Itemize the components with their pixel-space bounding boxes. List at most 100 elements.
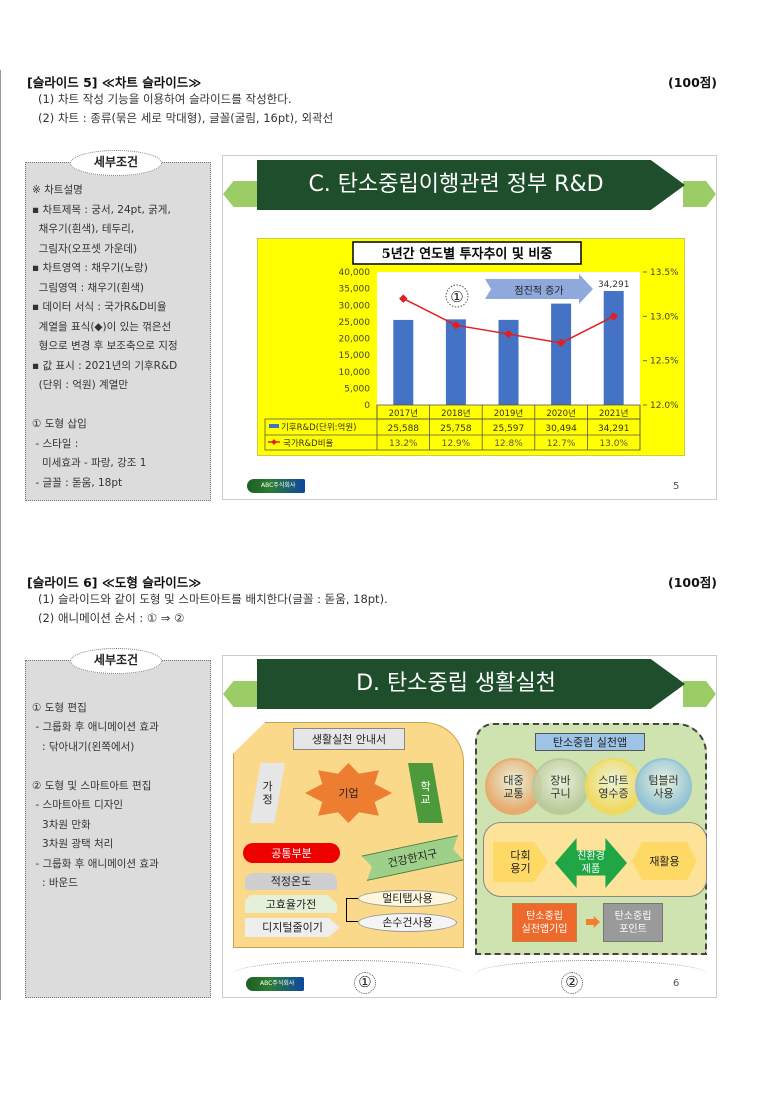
slide6-heading: [슬라이드 6] ≪도형 슬라이드≫ xyxy=(27,575,202,590)
slide6-title: D. 탄소중립 생활실천 xyxy=(257,659,685,709)
line-marker xyxy=(556,338,566,348)
smartart-circle: 텀블러 사용 xyxy=(635,758,692,815)
x-tick-label: 2018년 xyxy=(441,408,470,419)
table-value: 12.7% xyxy=(547,439,576,449)
condition-line: ▪ 값 표시 : 2021년의 기후R&D xyxy=(32,359,178,372)
item-digital-reduction: 디지털줄이기 xyxy=(245,918,340,937)
guide-scroll: 생활실천 안내서 xyxy=(293,728,405,750)
condition-line: - 스마트아트 디자인 xyxy=(32,799,124,811)
smartart-circle: 스마트 영수증 xyxy=(585,758,642,815)
condition-line: - 스타일 : xyxy=(32,437,79,450)
left-arrow-decoration xyxy=(223,181,258,207)
y-tick-label: 0 xyxy=(364,401,370,411)
right-arrow-decoration xyxy=(683,181,716,207)
left-arrow-decoration xyxy=(223,681,258,707)
right-arrow-icon xyxy=(586,916,600,928)
slide6-conditions-box: ① 도형 편집 - 그룹화 후 애니메이션 효과 : 닦아내기(왼쪽에서) ② 도… xyxy=(25,660,211,998)
condition-line: ※ 차트설명 xyxy=(32,184,83,196)
condition-line: ① 도형 편집 xyxy=(32,701,87,714)
slide5-conditions-title: 세부조건 xyxy=(70,150,162,176)
y-tick-label: 15,000 xyxy=(339,351,371,361)
y2-tick-label: 13.5% xyxy=(650,268,679,278)
y-tick-label: 10,000 xyxy=(339,368,371,378)
slide5-page-number: 5 xyxy=(673,481,680,492)
condition-line xyxy=(32,396,204,416)
condition-line: (단위 : 억원) 계열만 xyxy=(32,379,129,391)
y-tick-label: 35,000 xyxy=(339,285,371,295)
company-logo: ABC주식회사 xyxy=(247,479,305,493)
x-tick-label: 2021년 xyxy=(599,408,628,419)
ellipse-multitap: 멀티탭사용 xyxy=(358,890,457,907)
item-proper-temperature: 적정온도 xyxy=(245,873,337,890)
ellipse-handkerchief: 손수건사용 xyxy=(358,913,457,932)
condition-line: ▪ 차트제목 : 궁서, 24pt, 굵게, xyxy=(32,203,171,216)
group1-brace xyxy=(233,960,463,974)
gradual-increase-label: 점진적 증가 xyxy=(514,285,563,297)
condition-line: 채우기(흰색), 테두리, xyxy=(32,223,135,235)
bar xyxy=(551,303,572,405)
app-entry-box: 탄소중립 실천앱기입 xyxy=(512,903,577,942)
y2-tick-label: 12.5% xyxy=(650,357,679,367)
table-value: 13.2% xyxy=(389,439,418,449)
recycle-hexagon: 재활용 xyxy=(632,842,697,880)
bar-data-label: 34,291 xyxy=(598,280,630,290)
shape-number: ① xyxy=(450,288,463,306)
x-tick-label: 2020년 xyxy=(546,408,575,419)
page-margin-line xyxy=(0,70,1,1000)
table-value: 12.9% xyxy=(442,439,471,449)
y-tick-label: 40,000 xyxy=(339,268,371,278)
line-marker xyxy=(451,320,461,330)
bar xyxy=(393,319,414,405)
y-tick-label: 5,000 xyxy=(344,384,370,394)
y-tick-label: 25,000 xyxy=(339,318,371,328)
condition-line: 계열을 표식(◆)이 있는 꺾은선 xyxy=(32,320,172,333)
chart-title-box xyxy=(352,241,582,265)
slide5-score: (100점) xyxy=(668,75,718,90)
table-value: 12.8% xyxy=(494,439,523,449)
condition-line xyxy=(32,679,204,699)
table-value: 13.0% xyxy=(599,439,628,449)
y2-tick-label: 12.0% xyxy=(650,401,679,411)
slide6-instruction-1: (1) 슬라이드와 같이 도형 및 스마트아트를 배치한다(글꼴 : 돋움, 1… xyxy=(38,592,388,606)
right-arrow-decoration xyxy=(683,681,716,707)
condition-line: 미세효과 - 파랑, 강조 1 xyxy=(32,457,147,469)
bar xyxy=(445,319,466,405)
app-scroll: 탄소중립 실천앱 xyxy=(535,733,645,751)
slide5-conditions-box: ※ 차트설명 ▪ 차트제목 : 궁서, 24pt, 굵게, 채우기(흰색), 테두… xyxy=(25,162,211,501)
condition-line: 3차원 만화 xyxy=(32,818,91,831)
group2-number: ② xyxy=(561,972,583,994)
shape-number-circle xyxy=(445,284,469,308)
condition-line: 형으로 변경 후 보조축으로 지정 xyxy=(32,340,178,352)
table-value: 25,588 xyxy=(388,424,420,434)
common-pill: 공통부분 xyxy=(243,843,340,863)
gradual-increase-arrow xyxy=(485,274,593,304)
slide6-instruction-2: (2) 애니메이션 순서 : ① ⇒ ② xyxy=(38,611,185,625)
legend-bar-key xyxy=(269,424,279,428)
condition-line: - 글꼴 : 돋움, 18pt xyxy=(32,476,123,489)
condition-line: 3차원 광택 처리 xyxy=(32,838,114,850)
group1-background xyxy=(233,722,464,948)
smartart-circle: 장바 구니 xyxy=(532,758,589,815)
item-efficient-appliances: 고효율가전 xyxy=(245,895,337,913)
company-logo: ABC주식회사 xyxy=(246,977,304,991)
condition-line: 그림영역 : 채우기(흰색) xyxy=(32,281,145,294)
table-value: 25,597 xyxy=(493,424,525,434)
slide6-conditions-title: 세부조건 xyxy=(70,648,162,674)
points-box: 탄소중립 포인트 xyxy=(603,903,663,942)
table-value: 25,758 xyxy=(440,424,472,434)
slide5-instruction-2: (2) 차트 : 종류(묶은 세로 막대형), 글꼴(굴림, 16pt), 외곽… xyxy=(38,111,334,125)
bar xyxy=(498,319,519,405)
smartart-circle: 대중 교통 xyxy=(485,758,542,815)
condition-line: ② 도형 및 스마트아트 편집 xyxy=(32,779,152,792)
connector-bracket xyxy=(346,898,358,922)
condition-line: : 닦아내기(왼쪽에서) xyxy=(32,740,135,753)
condition-line: : 바운드 xyxy=(32,877,78,889)
condition-line: ▪ 차트영역 : 채우기(노랑) xyxy=(32,262,148,274)
chart: 5년간 연도별 투자추이 및 비중05,00010,00015,00020,00… xyxy=(257,238,685,456)
condition-line xyxy=(32,757,204,777)
group1-number: ① xyxy=(354,972,376,994)
condition-line: - 그룹화 후 애니메이션 효과 xyxy=(32,857,159,870)
table-value: 30,494 xyxy=(545,424,577,434)
slide5-title: C. 탄소중립이행관련 정부 R&D xyxy=(257,160,685,210)
